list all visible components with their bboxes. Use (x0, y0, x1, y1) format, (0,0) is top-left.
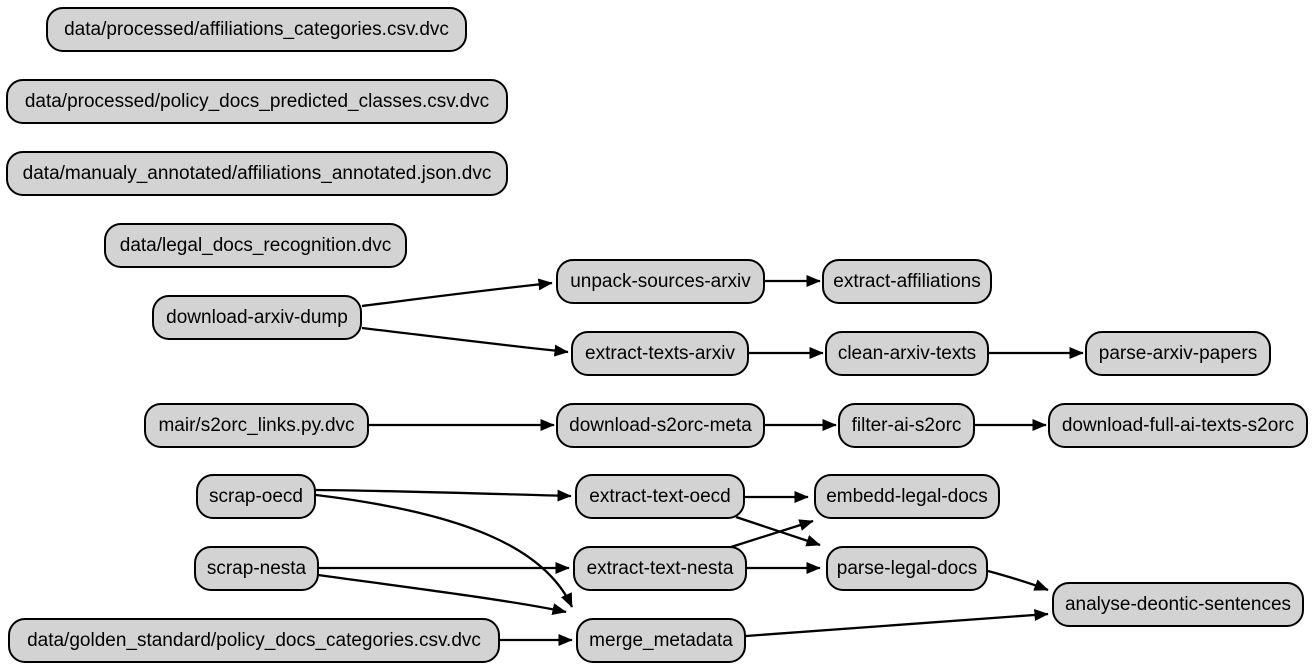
edge-download-arxiv-dump-to-extract-texts-arxiv (361, 326, 569, 357)
edge-scrap-nesta-to-merge-metadata (317, 573, 567, 616)
edge-download-arxiv-dump-to-unpack-sources-arxiv (361, 278, 553, 308)
graph-node-unpack-sources-arxiv: unpack-sources-arxiv (556, 259, 765, 304)
edge-parse-legal-docs-to-analyse-deontic-sentences (987, 569, 1049, 592)
edge-scrap-oecd-to-extract-text-oecd (315, 488, 572, 502)
graph-node-download-full-ai-texts-s2orc: download-full-ai-texts-s2orc (1048, 403, 1308, 448)
graph-node-golden-standard-categories-dvc: data/golden_standard/policy_docs_categor… (8, 618, 500, 663)
edge-scrap-oecd-to-merge-metadata (315, 493, 574, 608)
graph-node-s2orc-links-dvc: mair/s2orc_links.py.dvc (144, 403, 369, 448)
graph-node-extract-affiliations: extract-affiliations (822, 259, 992, 304)
graph-node-parse-arxiv-papers: parse-arxiv-papers (1085, 331, 1271, 376)
graph-node-embedd-legal-docs: embedd-legal-docs (814, 474, 1000, 519)
graph-node-affiliations-annotated-dvc: data/manualy_annotated/affiliations_anno… (6, 151, 508, 196)
graph-node-download-arxiv-dump: download-arxiv-dump (152, 295, 362, 340)
graph-node-scrap-nesta: scrap-nesta (194, 546, 319, 591)
graph-node-clean-arxiv-texts: clean-arxiv-texts (825, 331, 989, 376)
graph-node-merge-metadata: merge_metadata (576, 618, 746, 663)
graph-node-parse-legal-docs: parse-legal-docs (826, 546, 988, 591)
graph-node-download-s2orc-meta: download-s2orc-meta (556, 403, 765, 448)
edge-merge-metadata-to-analyse-deontic-sentences (745, 609, 1049, 638)
graph-node-legal-docs-recognition-dvc: data/legal_docs_recognition.dvc (104, 223, 407, 268)
edge-extract-text-nesta-to-embedd-legal-docs (730, 519, 814, 549)
graph-node-filter-ai-s2orc: filter-ai-s2orc (838, 403, 975, 448)
graph-node-affiliations-categories-dvc: data/processed/affiliations_categories.c… (46, 7, 467, 52)
graph-node-analyse-deontic-sentences: analyse-deontic-sentences (1052, 582, 1304, 627)
graph-node-scrap-oecd: scrap-oecd (196, 474, 316, 519)
graph-node-policy-docs-predicted-classes-dvc: data/processed/policy_docs_predicted_cla… (6, 79, 508, 124)
graph-node-extract-text-nesta: extract-text-nesta (573, 546, 747, 591)
graph-node-extract-text-oecd: extract-text-oecd (575, 474, 745, 519)
graph-node-extract-texts-arxiv: extract-texts-arxiv (571, 331, 749, 376)
dag-edges (315, 275, 1084, 646)
